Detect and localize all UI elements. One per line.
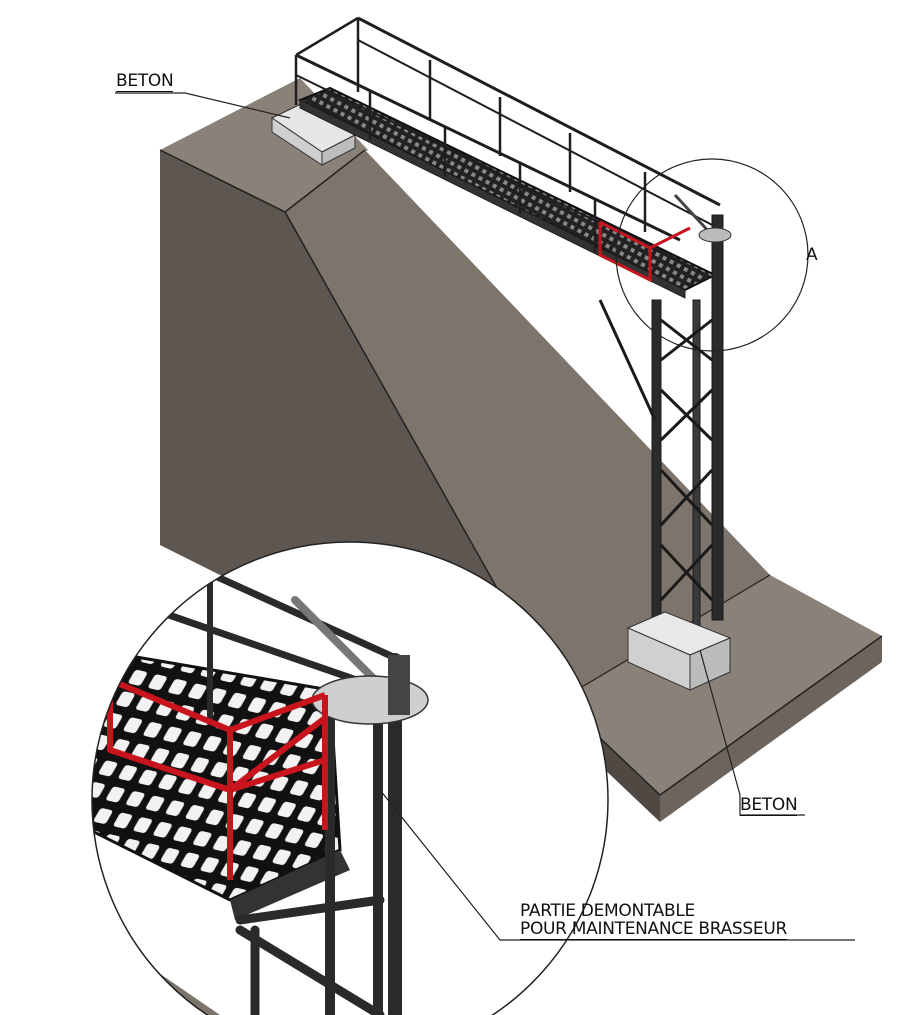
concrete-slope-face (285, 150, 770, 700)
label-beton-bottom: BETON (740, 795, 798, 816)
leader-beton-top (115, 92, 291, 119)
tower-bracing (598, 299, 714, 602)
removable-rail-inset (107, 677, 328, 880)
label-beton-top: BETON (116, 71, 174, 92)
tower-post (651, 299, 662, 636)
concrete-base-top (560, 575, 882, 795)
label-removable-line2: POUR MAINTENANCE BRASSEUR (520, 919, 788, 940)
detail-circle-a (615, 158, 809, 352)
leader-removable (379, 789, 855, 941)
inset-post-top (388, 655, 410, 715)
inset-steelwork (136, 556, 404, 1015)
inset-grating-edge (230, 850, 350, 920)
label-detail-a: A (806, 245, 818, 265)
walkway (294, 16, 721, 299)
removable-rail-small (598, 220, 691, 283)
brasseur-arm (673, 193, 714, 237)
support-tower (598, 214, 732, 636)
detail-inset-border (91, 541, 609, 1015)
hinge-plate (698, 227, 732, 243)
concrete-left-face (160, 150, 660, 795)
walkway-edge (299, 99, 686, 299)
label-removable-line1: PARTIE DEMONTABLE (520, 901, 695, 921)
detail-inset (92, 542, 608, 1015)
tower-post (711, 214, 724, 621)
concrete-base-front (660, 636, 882, 822)
concrete-edge (284, 149, 366, 213)
inset-hinge-plate (311, 675, 429, 725)
